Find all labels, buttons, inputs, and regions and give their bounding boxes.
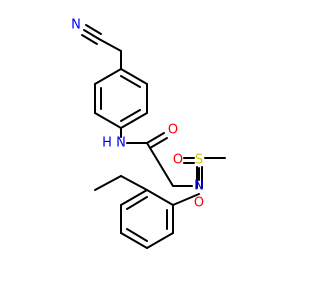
- sulfonyl-oxygen-bottom-label: O: [194, 196, 204, 211]
- carbonyl-double-bond: [146, 132, 168, 149]
- carbonyl-methylene-bond: [146, 142, 174, 187]
- amide-nitrogen-label: N: [116, 136, 126, 151]
- n-aryl-bond: [172, 193, 200, 206]
- sulfonyl-double-bond-bottom: [196, 166, 203, 189]
- sulfonyl-double-bond-left: [183, 157, 195, 164]
- molecule-canvas: N H N O N S O O: [71, 18, 226, 249]
- nitrile-nitrogen-label: N: [71, 18, 81, 33]
- sulfur-label: S: [195, 153, 203, 168]
- cyanomethyl-bond: [98, 38, 122, 52]
- molecule-structure: N H N O N S O O: [71, 18, 226, 249]
- carbonyl-oxygen-label: O: [168, 123, 178, 138]
- ethyl-bond-1: [120, 175, 148, 191]
- phenylene-ring: [94, 68, 148, 129]
- amide-hydrogen-label: H: [102, 136, 112, 151]
- sulfonamide-nitrogen-label: N: [194, 179, 204, 194]
- ethylphenyl-ring: [120, 189, 174, 249]
- nitrile-triple-bond: [81, 24, 102, 45]
- ethyl-bond-2: [94, 175, 122, 191]
- sulfonyl-oxygen-left-label: O: [173, 153, 183, 168]
